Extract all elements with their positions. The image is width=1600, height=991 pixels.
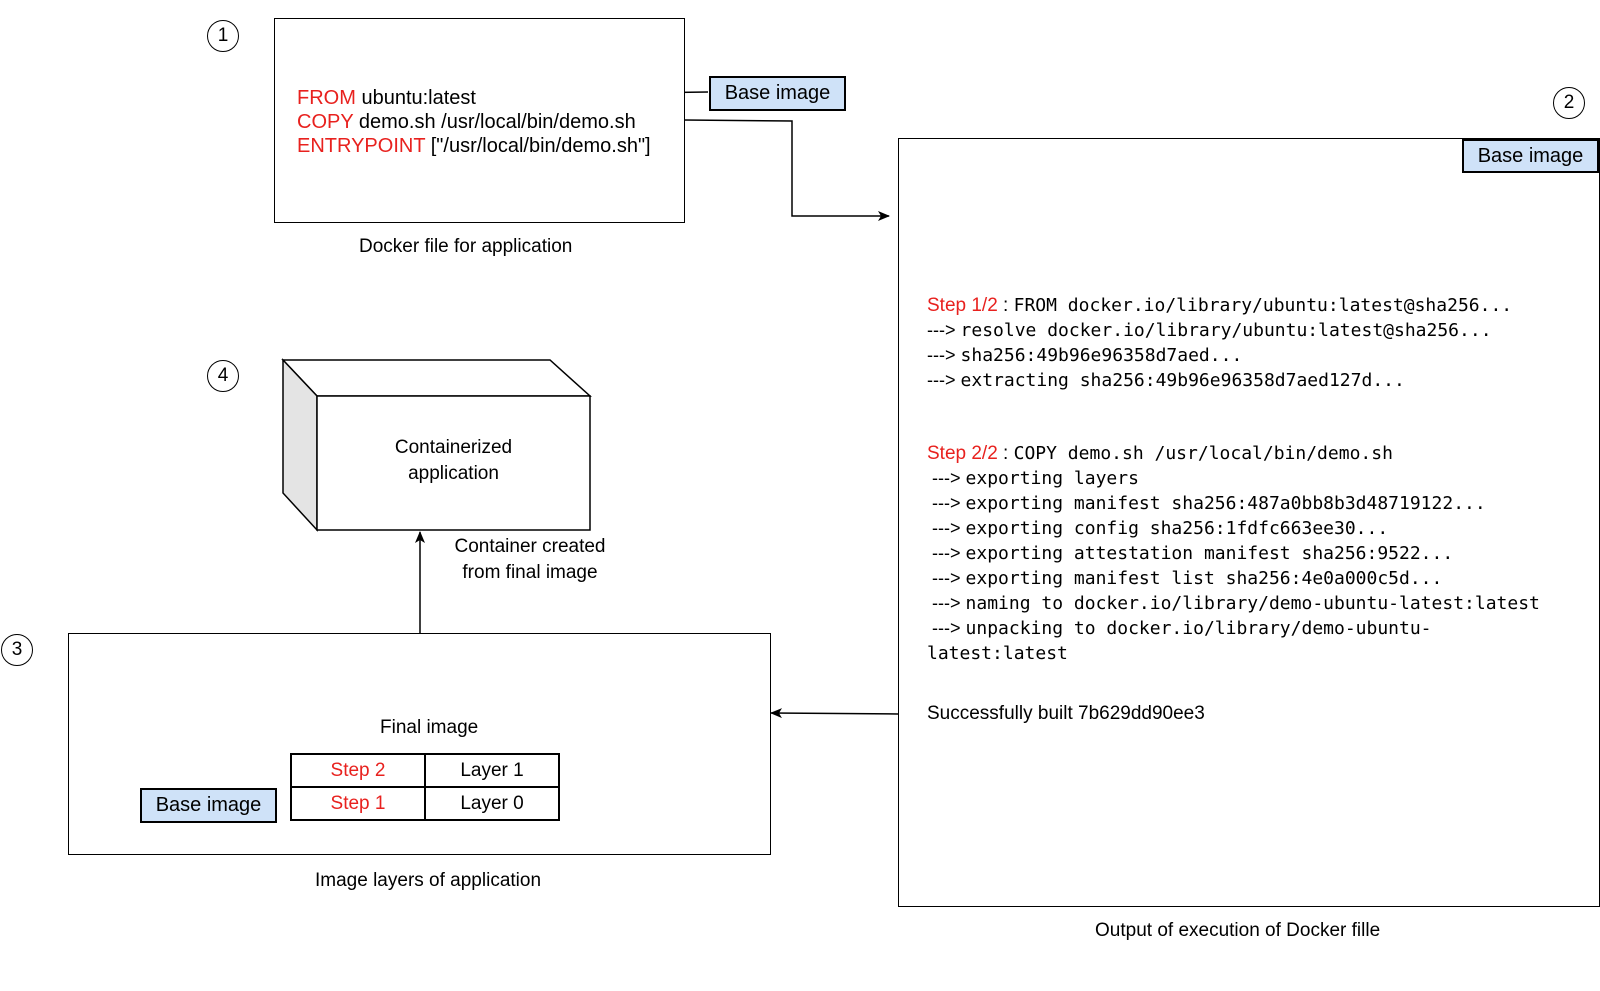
step1-line: ---> resolve docker.io/library/ubuntu:la… <box>927 318 1512 343</box>
step1-line: ---> extracting sha256:49b96e96358d7aed1… <box>927 368 1512 393</box>
step2-line-text: latest:latest <box>927 643 1068 664</box>
container-arrow-caption-line2: from final image <box>462 562 598 583</box>
output-caption: Output of execution of Docker fille <box>1095 920 1381 941</box>
step1-line-text: extracting sha256:49b96e96358d7aed127d..… <box>960 370 1405 391</box>
step2-line-text: naming to docker.io/library/demo-ubuntu-… <box>965 593 1540 614</box>
step2-line: ---> exporting manifest list sha256:4e0a… <box>927 566 1540 591</box>
step2-line: ---> exporting attestation manifest sha2… <box>927 541 1540 566</box>
step2-header: Step 2/2 : COPY demo.sh /usr/local/bin/d… <box>927 441 1540 466</box>
step-marker-4: 4 <box>207 360 239 392</box>
arrow-prefix: ---> <box>927 370 956 390</box>
layer-name-cell: Layer 0 <box>424 786 560 821</box>
entrypoint-args: ["/usr/local/bin/demo.sh"] <box>425 135 651 157</box>
arrow-prefix: ---> <box>927 345 956 365</box>
copy-keyword: COPY <box>297 111 354 133</box>
arrow-prefix: ---> <box>932 543 961 563</box>
step2-block: Step 2/2 : COPY demo.sh /usr/local/bin/d… <box>927 441 1540 666</box>
dockerfile-caption: Docker file for application <box>359 236 573 257</box>
arrow-prefix: ---> <box>932 468 961 488</box>
arrow-prefix: ---> <box>932 593 961 613</box>
step2-line: ---> exporting config sha256:1fdfc663ee3… <box>927 516 1540 541</box>
step-marker-3: 3 <box>1 634 33 666</box>
step1-block: Step 1/2 : FROM docker.io/library/ubuntu… <box>927 293 1512 393</box>
step-marker-2: 2 <box>1553 87 1585 119</box>
step2-line-text: exporting layers <box>965 468 1139 489</box>
step1-label: Step 1/2 <box>927 295 998 316</box>
step2-line-text: exporting attestation manifest sha256:95… <box>965 543 1454 564</box>
step2-line: ---> exporting layers <box>927 466 1540 491</box>
layer-row-step2: Step 2 Layer 1 <box>290 753 560 788</box>
dockerfile-to-output-arrow <box>683 119 890 221</box>
step1-line-text: sha256:49b96e96358d7aed... <box>960 345 1243 366</box>
cube-top-face <box>281 359 592 397</box>
container-label-line1: Containerized <box>394 437 513 458</box>
step2-line-text: exporting config sha256:1fdfc663ee30... <box>965 518 1389 539</box>
base-image-tag-final: Base image <box>140 788 277 823</box>
cube-front-face <box>316 395 591 531</box>
layer-row-step1: Step 1 Layer 0 <box>290 786 560 821</box>
step-marker-1: 1 <box>207 20 239 52</box>
output-to-final-image-arrow <box>770 708 899 719</box>
arrow-prefix: ---> <box>932 493 961 513</box>
dockerfile-line-from: FROM ubuntu:latest <box>297 86 651 110</box>
step1-header: Step 1/2 : FROM docker.io/library/ubuntu… <box>927 293 1512 318</box>
container-label: Containerized application <box>317 435 590 487</box>
step2-line: ---> unpacking to docker.io/library/demo… <box>927 616 1540 641</box>
final-image-box: Final image Base image Step 2 Layer 1 St… <box>68 633 771 855</box>
step2-line-continuation: latest:latest <box>927 641 1540 666</box>
arrow-prefix: ---> <box>932 568 961 588</box>
copy-args: demo.sh /usr/local/bin/demo.sh <box>353 111 636 133</box>
container-arrow-caption-line1: Container created <box>454 536 606 557</box>
from-args: ubuntu:latest <box>355 87 476 109</box>
arrow-prefix: ---> <box>927 320 956 340</box>
dockerfile-content: FROM ubuntu:latest COPY demo.sh /usr/loc… <box>297 86 651 158</box>
arrow-prefix: ---> <box>932 518 961 538</box>
layer-name-cell: Layer 1 <box>424 753 560 788</box>
layer-table: Step 2 Layer 1 Step 1 Layer 0 <box>290 753 560 821</box>
container-arrow-caption: Container created from final image <box>432 534 628 586</box>
step2-line-text: exporting manifest sha256:487a0bb8b3d487… <box>965 493 1486 514</box>
final-image-title: Final image <box>380 717 479 738</box>
step1-command: FROM docker.io/library/ubuntu:latest@sha… <box>1013 295 1513 316</box>
arrow-prefix: ---> <box>932 618 961 638</box>
step1-sep: : <box>997 295 1014 316</box>
entrypoint-keyword: ENTRYPOINT <box>297 135 426 157</box>
final-image-caption: Image layers of application <box>315 870 542 891</box>
dockerfile-line-copy: COPY demo.sh /usr/local/bin/demo.sh <box>297 110 651 134</box>
build-success: Successfully built 7b629dd90ee3 <box>927 703 1205 724</box>
base-image-tag-output: Base image <box>1462 139 1599 173</box>
layer-step-cell: Step 1 <box>290 786 426 821</box>
container-label-line2: application <box>408 463 499 484</box>
step1-line: ---> sha256:49b96e96358d7aed... <box>927 343 1512 368</box>
step2-line-text: unpacking to docker.io/library/demo-ubun… <box>965 618 1432 639</box>
base-image-tag-dockerfile: Base image <box>709 76 846 111</box>
layer-step-cell: Step 2 <box>290 753 426 788</box>
step2-line: ---> exporting manifest sha256:487a0bb8b… <box>927 491 1540 516</box>
step2-line: ---> naming to docker.io/library/demo-ub… <box>927 591 1540 616</box>
dockerfile-line-entrypoint: ENTRYPOINT ["/usr/local/bin/demo.sh"] <box>297 134 651 158</box>
build-output-box: Base image Step 1/2 : FROM docker.io/lib… <box>898 138 1600 907</box>
step2-sep: : <box>997 443 1014 464</box>
from-keyword: FROM <box>297 87 356 109</box>
container-cube <box>281 358 592 532</box>
step1-line-text: resolve docker.io/library/ubuntu:latest@… <box>960 320 1492 341</box>
dockerfile-box: FROM ubuntu:latest COPY demo.sh /usr/loc… <box>274 18 685 223</box>
step2-command: COPY demo.sh /usr/local/bin/demo.sh <box>1013 443 1393 464</box>
step2-label: Step 2/2 <box>927 443 998 464</box>
step2-line-text: exporting manifest list sha256:4e0a000c5… <box>965 568 1443 589</box>
